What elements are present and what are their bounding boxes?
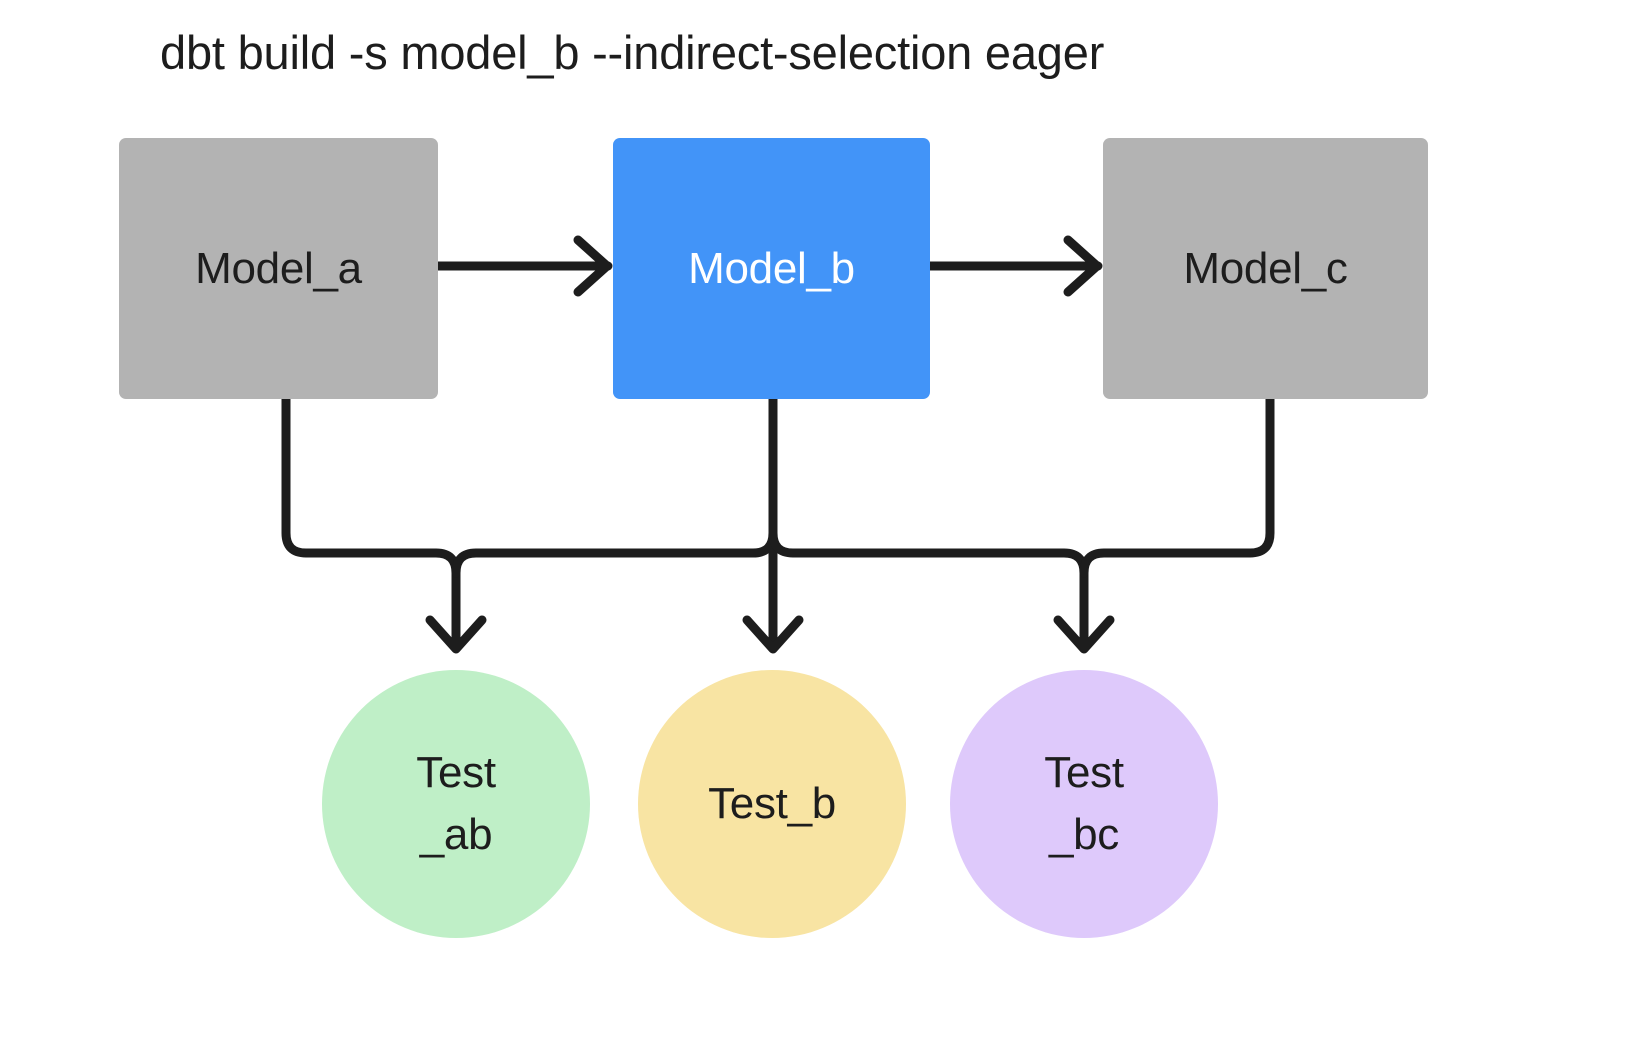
node-test-b-label-line1: Test_b xyxy=(708,778,836,828)
node-test-bc-label-line1: Test xyxy=(1044,747,1124,797)
edge-model-b-to-model-c xyxy=(925,235,1103,297)
node-model-a[interactable]: Model_a xyxy=(119,138,438,399)
node-model-a-label: Model_a xyxy=(195,243,362,293)
edge-model-b-to-test-b xyxy=(742,394,804,654)
diagram-title: dbt build -s model_b --indirect-selectio… xyxy=(160,26,1105,79)
node-test-ab[interactable]: Test _ab xyxy=(322,670,590,938)
node-test-bc[interactable]: Test _bc xyxy=(950,670,1218,938)
node-test-b[interactable]: Test_b xyxy=(638,670,906,938)
edge-model-b-to-test-ab xyxy=(451,394,778,578)
edge-model-a-to-test-ab xyxy=(281,394,487,654)
node-model-b-label: Model_b xyxy=(688,243,855,293)
node-model-c-label: Model_c xyxy=(1183,243,1348,293)
edge-model-b-to-test-bc xyxy=(768,394,1115,654)
edge-model-a-to-model-b xyxy=(432,235,613,297)
node-model-b[interactable]: Model_b xyxy=(613,138,930,399)
node-test-bc-label-line2: _bc xyxy=(1048,810,1120,859)
edge-model-c-to-test-bc xyxy=(1079,394,1275,578)
node-test-ab-label-line2: _ab xyxy=(419,810,493,859)
node-model-c[interactable]: Model_c xyxy=(1103,138,1428,399)
node-test-ab-label-line1: Test xyxy=(416,747,496,797)
